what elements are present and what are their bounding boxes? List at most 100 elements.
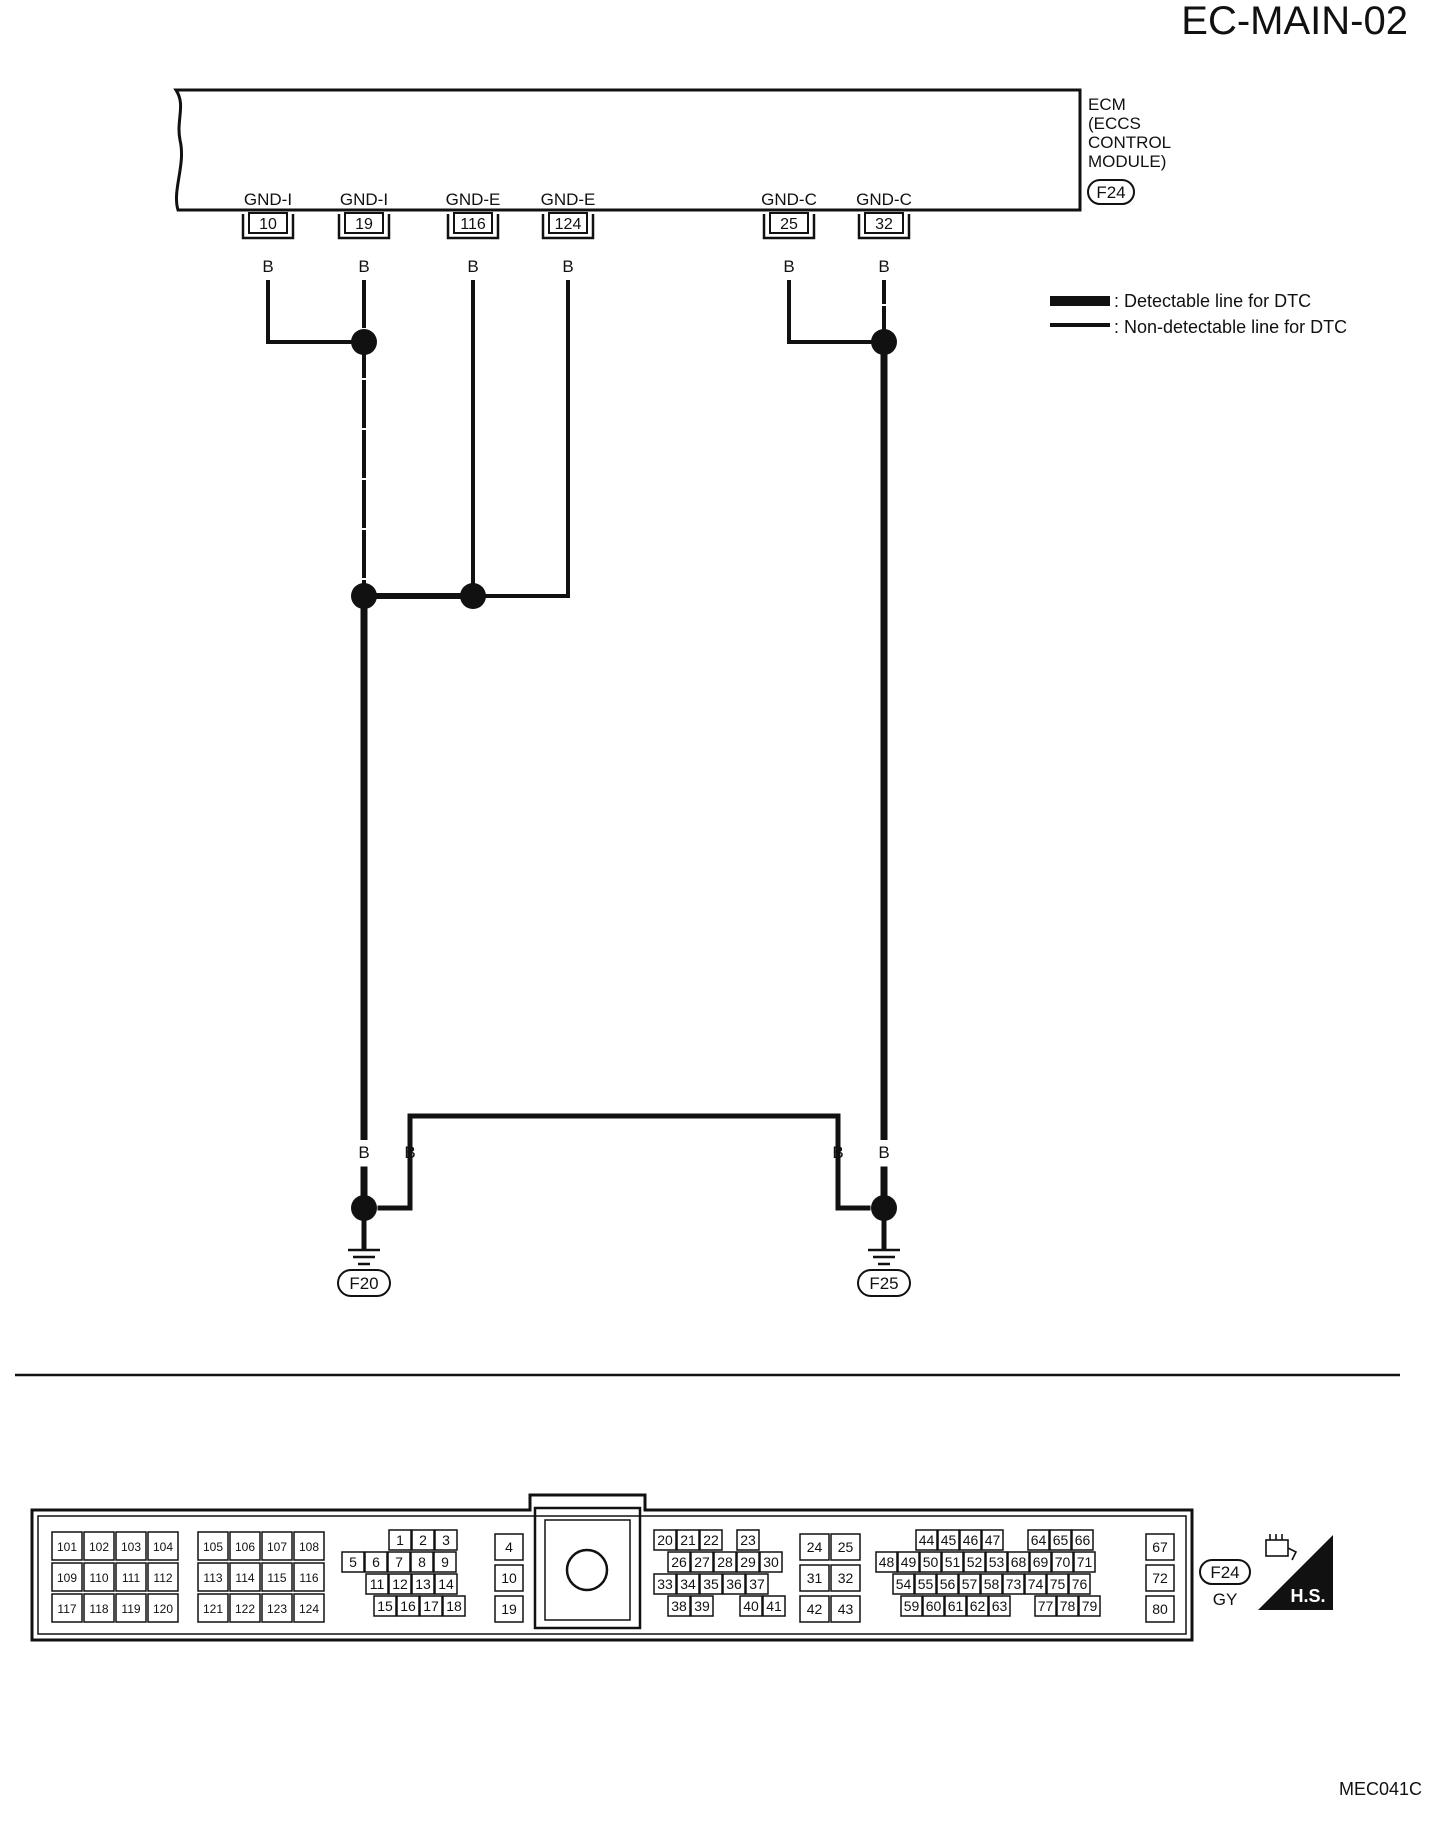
connector-pin-124: 124 [299, 1602, 319, 1616]
connector-pin-102: 102 [89, 1540, 109, 1554]
connector-pin-113: 113 [203, 1571, 222, 1585]
connector-cell-box [494, 1564, 524, 1592]
connector-pin-28: 28 [717, 1554, 733, 1570]
wire-color: B [467, 257, 478, 276]
splices [351, 329, 897, 1221]
ecm-module: ECM (ECCS CONTROL MODULE) F24 [173, 88, 1171, 212]
connector-cell-box [261, 1593, 293, 1623]
connector-cell-box [1024, 1573, 1047, 1595]
connector-pin-43: 43 [838, 1601, 854, 1617]
ecm-label-line-2: (ECCS [1088, 114, 1141, 133]
connector-cell-box [667, 1551, 691, 1573]
connector-cell-box [147, 1562, 179, 1592]
connector-cell-box [739, 1595, 763, 1617]
connector-cell-box [667, 1595, 691, 1617]
connector-pin-47: 47 [985, 1532, 1001, 1548]
connector-cell-box [51, 1593, 83, 1623]
connector-cell-box [980, 1573, 1003, 1595]
legend-non-detectable-text: : Non-detectable line for DTC [1114, 317, 1347, 337]
connector-pin-105: 105 [203, 1540, 223, 1554]
splice-upper-left [351, 329, 377, 355]
connector-cell-box [341, 1551, 365, 1573]
terminal-bracket [762, 214, 816, 240]
connector-cell-box [699, 1529, 723, 1551]
connector-pin-79: 79 [1082, 1598, 1098, 1614]
connector-cell-box [147, 1531, 179, 1561]
connector-cell-box [411, 1573, 435, 1595]
wire-color: B [878, 1143, 889, 1162]
connector-pin-101: 101 [57, 1540, 77, 1554]
connector-cell-box [261, 1562, 293, 1592]
connector-pin-23: 23 [740, 1532, 756, 1548]
connector-pin-60: 60 [926, 1598, 942, 1614]
ground-code-badge [857, 1269, 911, 1297]
connector-cell-box [988, 1595, 1011, 1617]
connector-cell-box [713, 1551, 737, 1573]
connector-pin-6: 6 [372, 1554, 380, 1570]
connector-pin-114: 114 [235, 1571, 254, 1585]
connector-cell-box [1027, 1529, 1050, 1551]
connector-cell-box [229, 1531, 261, 1561]
legend-detectable-swatch [1050, 296, 1110, 306]
connector-color: GY [1213, 1590, 1238, 1609]
connector-pin-116: 116 [299, 1571, 318, 1585]
connector-pin-32: 32 [838, 1570, 854, 1586]
terminal-bracket [541, 214, 595, 240]
connector-cell-box [364, 1551, 388, 1573]
terminal-label: GND-C [761, 190, 817, 209]
hs-badge: H.S. [1258, 1534, 1333, 1610]
wire-color: B [562, 257, 573, 276]
connector-pin-80: 80 [1152, 1601, 1168, 1617]
connector-cell-box [1071, 1529, 1094, 1551]
splice-lower-left [351, 1195, 377, 1221]
connector-pin-50: 50 [923, 1554, 939, 1570]
wire-color: B [783, 257, 794, 276]
wire-color: B [358, 257, 369, 276]
connector-cell-box [922, 1595, 945, 1617]
connector-cell-box [365, 1573, 389, 1595]
connector-cell-box [373, 1595, 397, 1617]
connector-pin-53: 53 [989, 1554, 1005, 1570]
connector-cell-box [1078, 1595, 1101, 1617]
terminal-10: GND-I 10 B [241, 190, 295, 276]
connector-cell-box [494, 1533, 524, 1561]
connector-pin-14: 14 [438, 1576, 454, 1592]
connector-pin-118: 118 [89, 1602, 108, 1616]
lock-inner [544, 1519, 631, 1621]
connector-cell-box [1051, 1551, 1074, 1573]
connector-cell-box [722, 1573, 746, 1595]
connector-pin-66: 66 [1075, 1532, 1091, 1548]
hs-triangle [1258, 1535, 1333, 1610]
connector-pin-34: 34 [680, 1576, 696, 1592]
connector-pin-120: 120 [153, 1602, 173, 1616]
connector-cell-box [985, 1551, 1008, 1573]
connector-cell-box [433, 1551, 457, 1573]
connector-cell-box [690, 1595, 714, 1617]
connector-pin-70: 70 [1055, 1554, 1071, 1570]
connector-pin-29: 29 [740, 1554, 756, 1570]
connector-cell-box [736, 1529, 760, 1551]
splice-mid-center [460, 583, 486, 609]
connector-pin-71: 71 [1077, 1554, 1093, 1570]
pin-box [864, 212, 904, 234]
wire-pin124 [471, 280, 570, 598]
terminal-25: GND-C 25 B [761, 190, 817, 276]
connector-pin-24: 24 [807, 1539, 823, 1555]
connector-pin-7: 7 [395, 1554, 403, 1570]
connector-pin-51: 51 [945, 1554, 961, 1570]
connector-cell-box [115, 1593, 147, 1623]
connector-code-badge [1199, 1559, 1251, 1585]
connector-cell-box [875, 1551, 898, 1573]
connector-pin-11: 11 [370, 1576, 385, 1592]
connector-pin-123: 123 [267, 1602, 287, 1616]
connector-pin-74: 74 [1028, 1576, 1044, 1592]
connector-pin-73: 73 [1006, 1576, 1022, 1592]
connector-pin-55: 55 [918, 1576, 934, 1592]
terminal-bracket [241, 214, 295, 240]
connector-pin-41: 41 [766, 1598, 782, 1614]
connector-cell-box [676, 1529, 700, 1551]
connector-pin-56: 56 [940, 1576, 956, 1592]
connector-cell-box [147, 1593, 179, 1623]
connector-pin-42: 42 [807, 1601, 823, 1617]
connector-pin-19: 19 [501, 1601, 517, 1617]
